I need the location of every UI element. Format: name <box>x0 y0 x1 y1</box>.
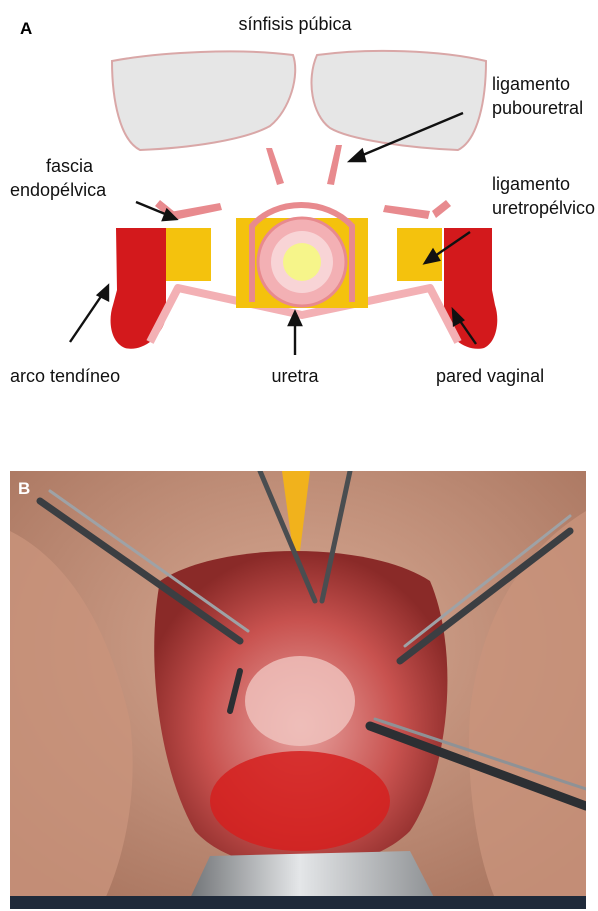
pubic-bone-left <box>112 51 295 150</box>
bleeding-area <box>210 751 390 851</box>
label-endopelvic-fascia-line1: fascia <box>46 156 94 176</box>
label-urethropelvic-ligament-line2: uretropélvico <box>492 198 595 218</box>
surgical-photo: B <box>10 471 586 909</box>
urethra-lumen <box>283 243 321 281</box>
label-pubic-symphysis: sínfisis púbica <box>238 14 352 34</box>
label-pubourethral-ligament-line1: ligamento <box>492 74 570 94</box>
pubourethral-ligament-left <box>266 148 284 185</box>
drape-bottom <box>10 896 586 909</box>
endopelvic-fascia-right-tip <box>432 200 451 218</box>
endopelvic-fascia-right <box>383 205 430 219</box>
panel-letter-b: B <box>18 479 30 499</box>
endopelvic-fascia-left <box>170 203 222 220</box>
label-urethropelvic-ligament-line1: ligamento <box>492 174 570 194</box>
surgical-photo-illustration <box>10 471 586 909</box>
urethropelvic-block-left <box>166 228 211 281</box>
label-pubourethral-ligament-line2: pubouretral <box>492 98 583 118</box>
pubourethral-ligament-right <box>327 145 342 185</box>
label-vaginal-wall: pared vaginal <box>436 366 544 386</box>
tissue-highlight <box>245 656 355 746</box>
label-endopelvic-fascia-line2: endopélvica <box>10 180 107 200</box>
label-tendinous-arch: arco tendíneo <box>10 366 120 386</box>
label-urethra: uretra <box>271 366 319 386</box>
pubic-bone-right <box>311 51 486 150</box>
anatomy-diagram: A sínfisis púbica ligamento <box>0 0 598 400</box>
panel-letter-a: A <box>20 19 32 38</box>
